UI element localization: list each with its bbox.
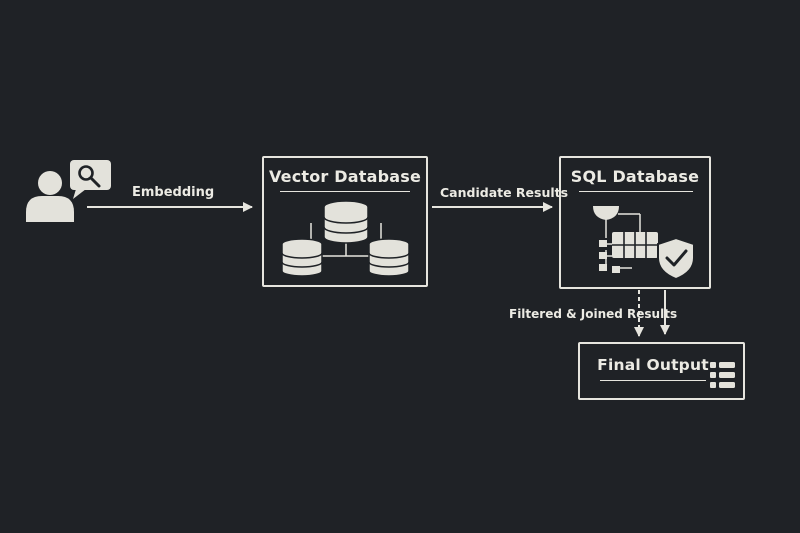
sql-schema-shield-icon [593, 206, 695, 281]
vector-database-node: Vector Database [262, 156, 428, 287]
final-output-node: Final Output [578, 342, 745, 400]
shield-check-icon [657, 236, 695, 281]
edge-label-filtered-joined-results: Filtered & Joined Results [509, 307, 678, 321]
edge-label-embedding: Embedding [132, 185, 215, 200]
funnel-icon [593, 206, 619, 220]
edge-label-candidate-results: Candidate Results [440, 185, 569, 200]
sql-database-title: SQL Database [570, 167, 700, 186]
final-output-title-rule [600, 380, 706, 381]
search-bubble-icon [70, 160, 111, 199]
user-head-icon [38, 171, 62, 195]
vector-database-title: Vector Database [268, 167, 422, 186]
sql-database-node: SQL Database [559, 156, 711, 289]
database-cluster-icon [281, 200, 410, 277]
final-output-title: Final Output [597, 356, 709, 374]
user-with-search-bubble-icon [26, 160, 111, 222]
list-icon [710, 362, 735, 388]
sql-database-title-rule [579, 191, 693, 192]
user-body-icon [26, 196, 74, 222]
magnifier-icon [78, 165, 94, 181]
vector-database-title-rule [280, 191, 410, 192]
